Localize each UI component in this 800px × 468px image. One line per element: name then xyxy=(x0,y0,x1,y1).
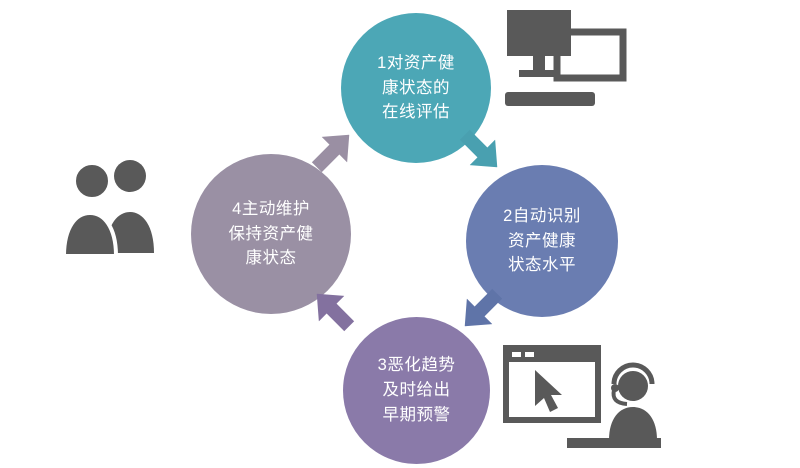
browser-header-dot xyxy=(525,352,534,357)
cycle-arrow-1-to-2 xyxy=(459,129,498,168)
step-label-2: 2自动识别 资产健康 状态水平 xyxy=(503,206,581,275)
step-label-3: 3恶化趋势 及时给出 早期预警 xyxy=(377,356,456,424)
browser-header xyxy=(506,348,598,362)
step-label-1: 1对资产健 康状态的 在线评估 xyxy=(377,53,455,122)
dual-monitors-icon xyxy=(505,10,627,106)
arrow-shape xyxy=(311,134,350,173)
cycle-arrow-4-to-1 xyxy=(311,134,350,173)
step-label-4: 4主动维护 保持资产健 康状态 xyxy=(228,199,314,268)
team-people-icon xyxy=(62,160,154,256)
desk-bar xyxy=(567,438,661,448)
browser-header-dot xyxy=(512,352,521,357)
step-circle-4: 4主动维护 保持资产健 康状态 xyxy=(191,154,351,314)
arrow-shape xyxy=(464,288,503,327)
cursor-arrow xyxy=(535,370,562,412)
operator-body xyxy=(609,407,657,440)
front-person-body xyxy=(62,210,119,256)
step-circle-1: 1对资产健 康状态的 在线评估 xyxy=(341,13,491,163)
arrow-shape xyxy=(316,293,355,332)
keyboard-bar xyxy=(505,92,595,106)
back-person-body xyxy=(106,212,154,253)
cycle-arrow-2-to-3 xyxy=(464,288,503,327)
headset-mic-boom xyxy=(611,389,628,406)
operator-head xyxy=(618,371,648,401)
back-monitor-outline xyxy=(553,28,627,82)
support-operator-icon xyxy=(503,345,661,448)
monitor-stand xyxy=(533,56,545,70)
headset-band xyxy=(611,362,655,385)
front-person-head xyxy=(72,161,112,201)
step-circle-3: 3恶化趋势 及时给出 早期预警 xyxy=(343,317,490,464)
cycle-arrow-3-to-4 xyxy=(316,293,355,332)
arrow-shape xyxy=(459,129,498,168)
back-person-head xyxy=(114,160,146,192)
monitor-base xyxy=(519,70,559,77)
